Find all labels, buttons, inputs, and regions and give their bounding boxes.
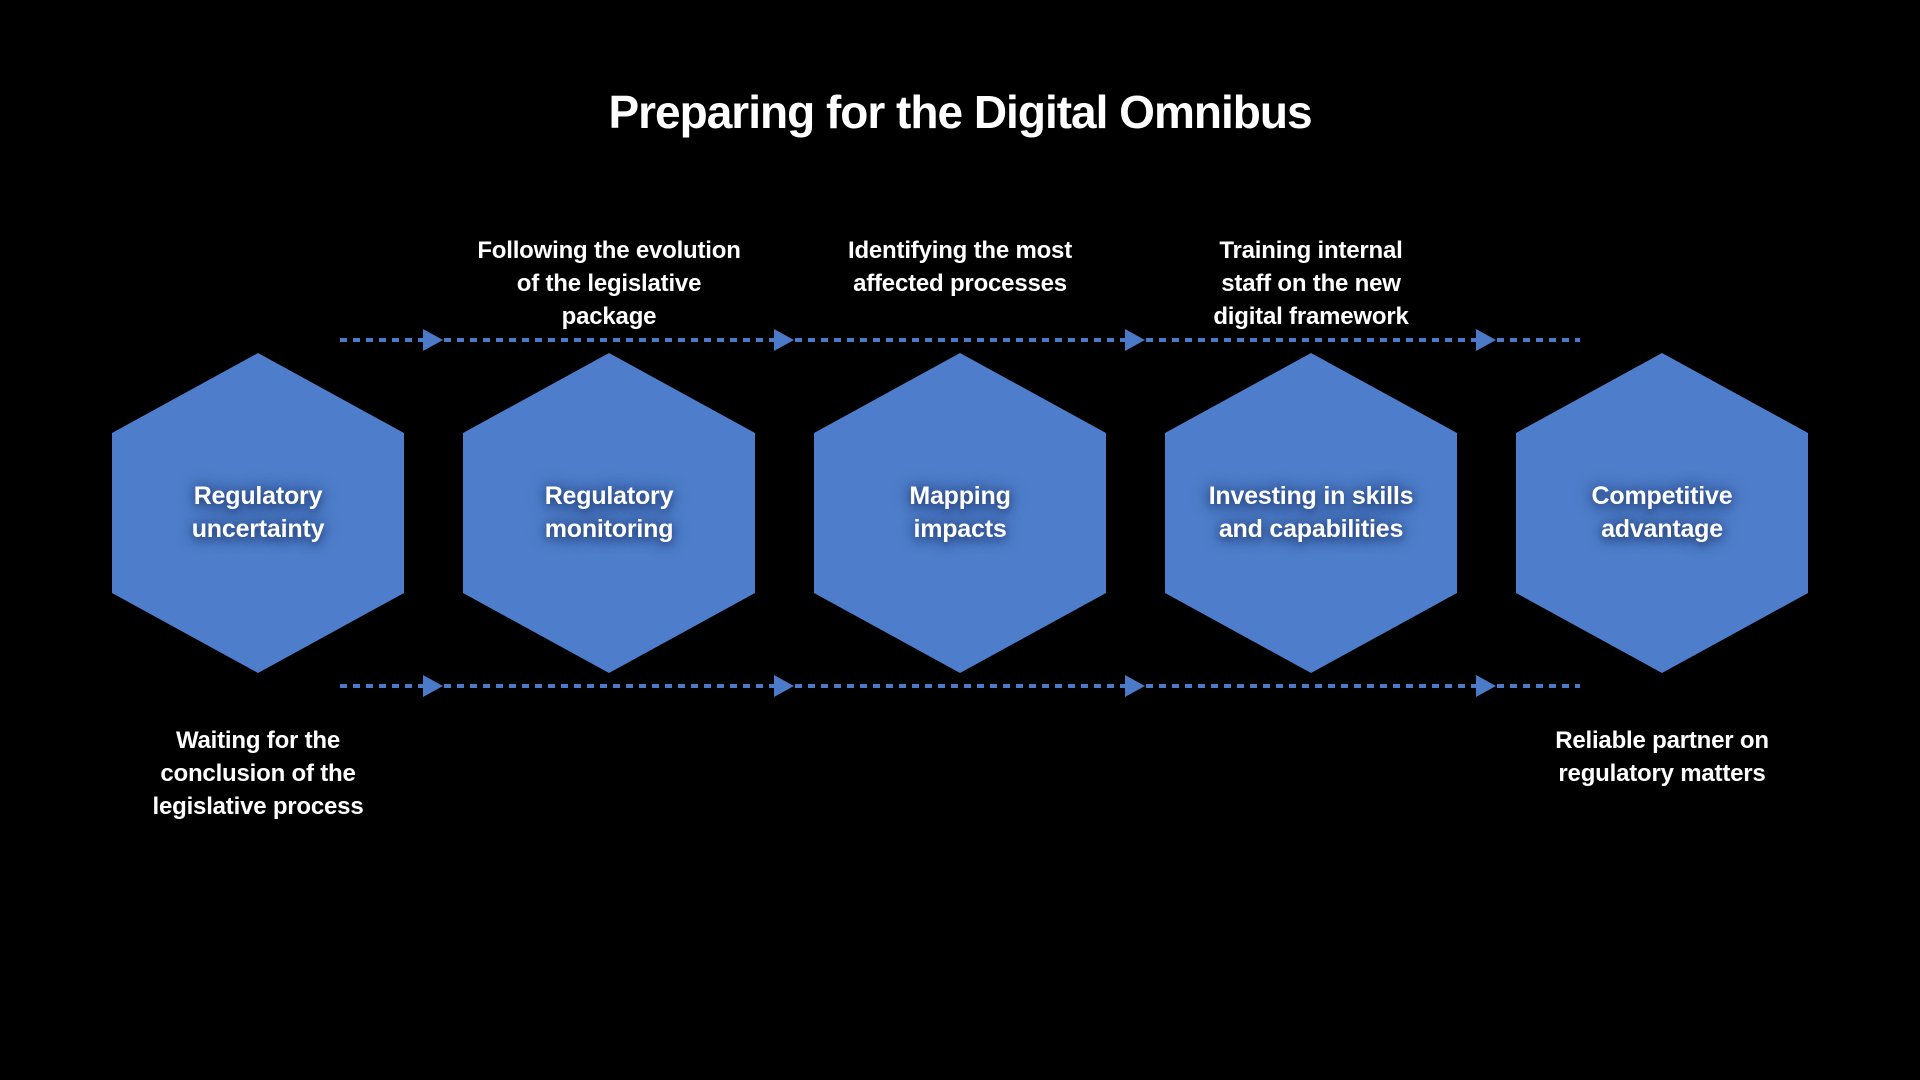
stage-label: Mapping impacts — [835, 480, 1085, 546]
stage-hexagon-competitive-advantage: Competitive advantage — [1516, 353, 1808, 673]
label-line: Reliable partner on — [1555, 727, 1769, 754]
label-line: advantage — [1601, 515, 1723, 543]
label-line: Regulatory — [193, 482, 323, 510]
label-line: staff on the new — [1221, 270, 1401, 297]
label-line: Mapping — [909, 482, 1011, 510]
stage-hexagon-mapping-impacts: Mapping impacts — [814, 353, 1106, 673]
label-line: monitoring — [544, 515, 674, 543]
stage-label: Competitive advantage — [1537, 480, 1787, 546]
label-line: Training internal — [1219, 237, 1403, 264]
label-line: Identifying the most — [847, 237, 1072, 264]
arrowhead-right-icon — [774, 329, 794, 351]
label-line: affected processes — [853, 270, 1067, 297]
top-flow-label-monitoring: Following the evolution of the legislati… — [439, 234, 779, 333]
top-flow-label-mapping: Identifying the most affected processes — [790, 234, 1130, 300]
stage-hexagon-investing-in-skills: Investing in skills and capabilities — [1165, 353, 1457, 673]
label-line: Regulatory — [544, 482, 674, 510]
stage-label: Investing in skills and capabilities — [1186, 480, 1436, 546]
arrowhead-right-icon — [774, 675, 794, 697]
diagram-title: Preparing for the Digital Omnibus — [608, 86, 1312, 138]
label-line: digital framework — [1213, 303, 1409, 330]
label-line: Investing in skills — [1208, 482, 1414, 510]
label-line: impacts — [913, 515, 1007, 543]
label-line: and capabilities — [1218, 515, 1404, 543]
stage-label: Regulatory monitoring — [484, 480, 734, 546]
label-line: conclusion of the — [160, 760, 356, 787]
bottom-flow-label-waiting: Waiting for the conclusion of the legisl… — [88, 724, 428, 823]
arrowhead-right-icon — [1125, 675, 1145, 697]
arrowhead-right-icon — [423, 675, 443, 697]
top-flow-label-training: Training internal staff on the new digit… — [1141, 234, 1481, 333]
stage-label: Regulatory uncertainty — [133, 480, 383, 546]
stage-hexagon-regulatory-monitoring: Regulatory monitoring — [463, 353, 755, 673]
bottom-dashed-arrow-line — [340, 684, 1580, 688]
label-line: of the legislative — [516, 270, 702, 297]
label-line: uncertainty — [191, 515, 325, 543]
label-line: Competitive — [1591, 482, 1733, 510]
label-line: regulatory matters — [1558, 760, 1766, 787]
arrowhead-right-icon — [1476, 675, 1496, 697]
label-line: Following the evolution — [477, 237, 741, 264]
label-line: Waiting for the — [175, 727, 341, 754]
top-dashed-arrow-line — [340, 338, 1580, 342]
label-line: legislative process — [152, 793, 364, 820]
arrowhead-right-icon — [1476, 329, 1496, 351]
label-line: package — [561, 303, 657, 330]
arrowhead-right-icon — [1125, 329, 1145, 351]
bottom-flow-label-reliable-partner: Reliable partner on regulatory matters — [1472, 724, 1852, 790]
stage-hexagon-regulatory-uncertainty: Regulatory uncertainty — [112, 353, 404, 673]
arrowhead-right-icon — [423, 329, 443, 351]
